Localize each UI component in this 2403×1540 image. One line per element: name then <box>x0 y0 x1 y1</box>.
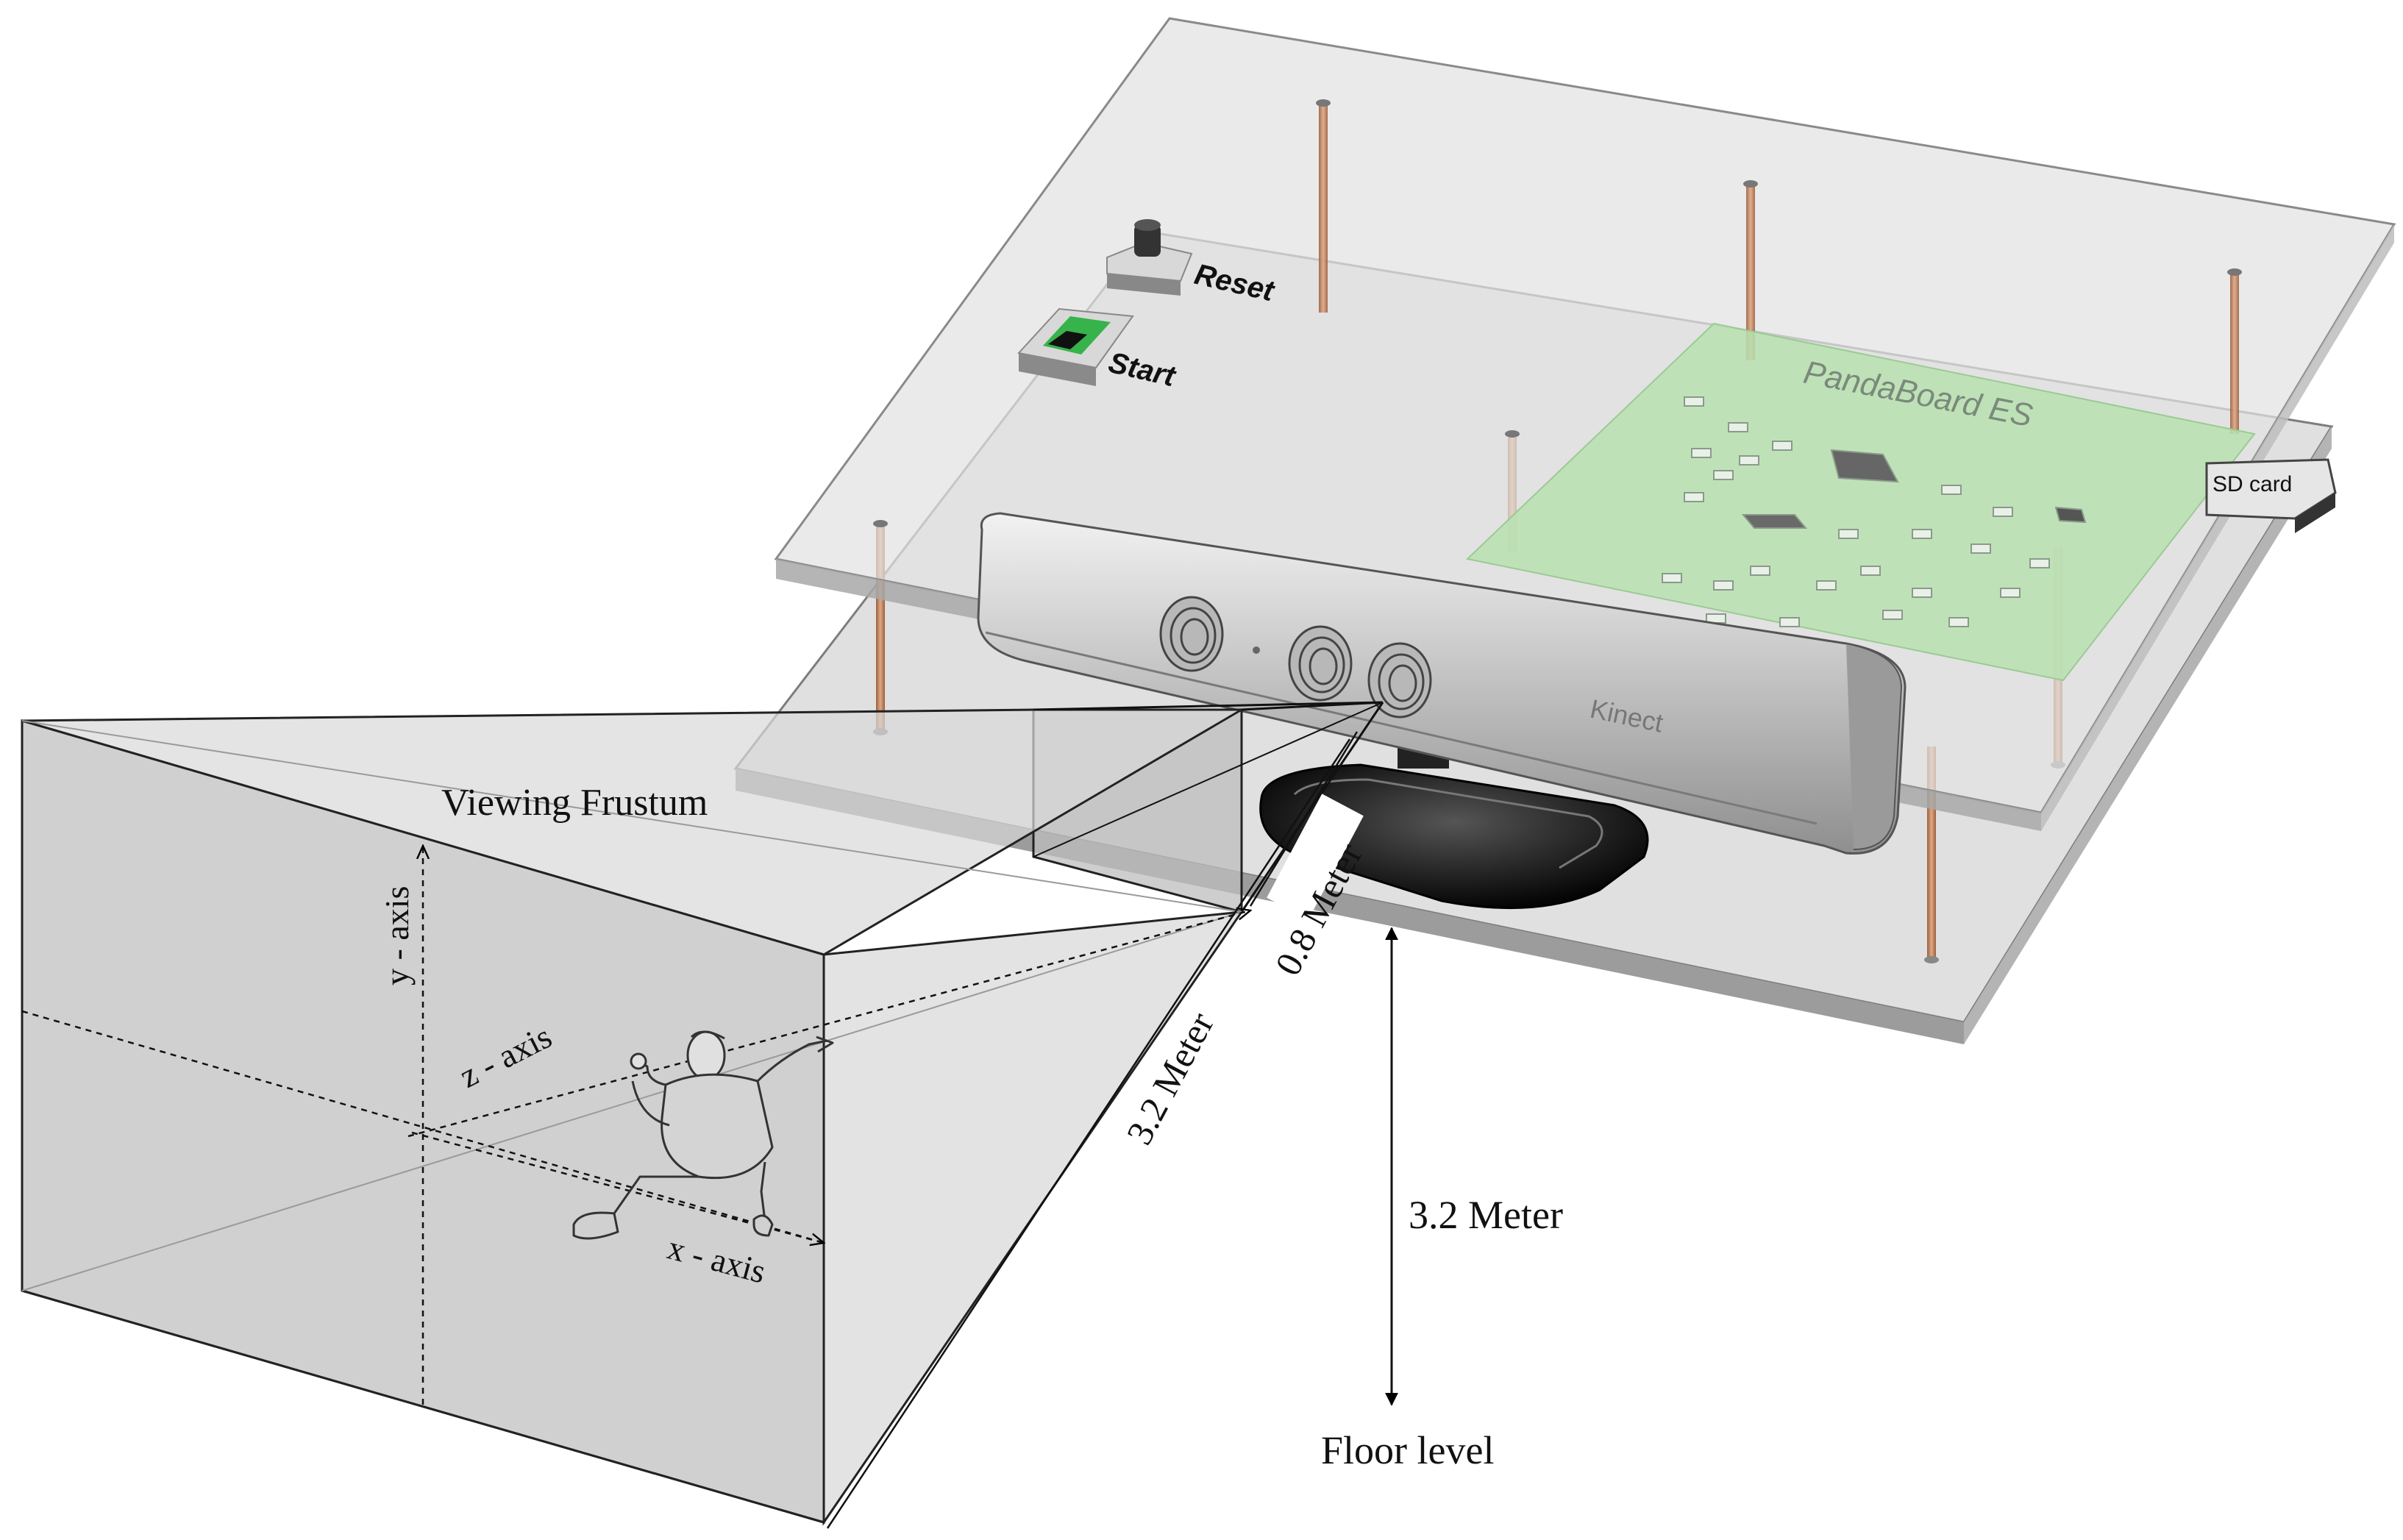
kinect-ir-emitter <box>1159 596 1224 672</box>
dim-line-far <box>826 738 1351 1529</box>
floor-level-label: Floor level <box>1321 1428 1494 1472</box>
person-figure <box>572 1030 834 1240</box>
sd-card-label: SD card <box>2212 472 2292 496</box>
y-axis-label: y - axis <box>378 886 416 985</box>
x-axis-horizontal-line <box>21 1010 825 1244</box>
kinect-rgb-camera <box>1288 625 1353 702</box>
kinect-base <box>1259 739 1649 910</box>
dim-line-near <box>1249 731 1359 907</box>
distance-dimensions <box>826 731 1359 1529</box>
standoff-posts-top <box>873 99 2242 527</box>
reset-button <box>1106 219 1193 296</box>
pandaboard: PandaBoard ES SD card <box>1465 322 2337 682</box>
z-axis-line <box>407 910 1250 1138</box>
kinect-led <box>1253 646 1260 654</box>
near-distance-backdrop <box>1267 794 1364 920</box>
kinect-sensor: Kinect <box>977 512 1907 855</box>
board-chips <box>1662 396 2087 627</box>
start-switch <box>1017 307 1134 386</box>
sd-card-slot: SD card <box>2205 458 2337 533</box>
height-label: 3.2 Meter <box>1409 1193 1563 1237</box>
viewing-frustum-label: Viewing Frustum <box>441 782 708 824</box>
kinect-depth-camera <box>1367 642 1432 719</box>
